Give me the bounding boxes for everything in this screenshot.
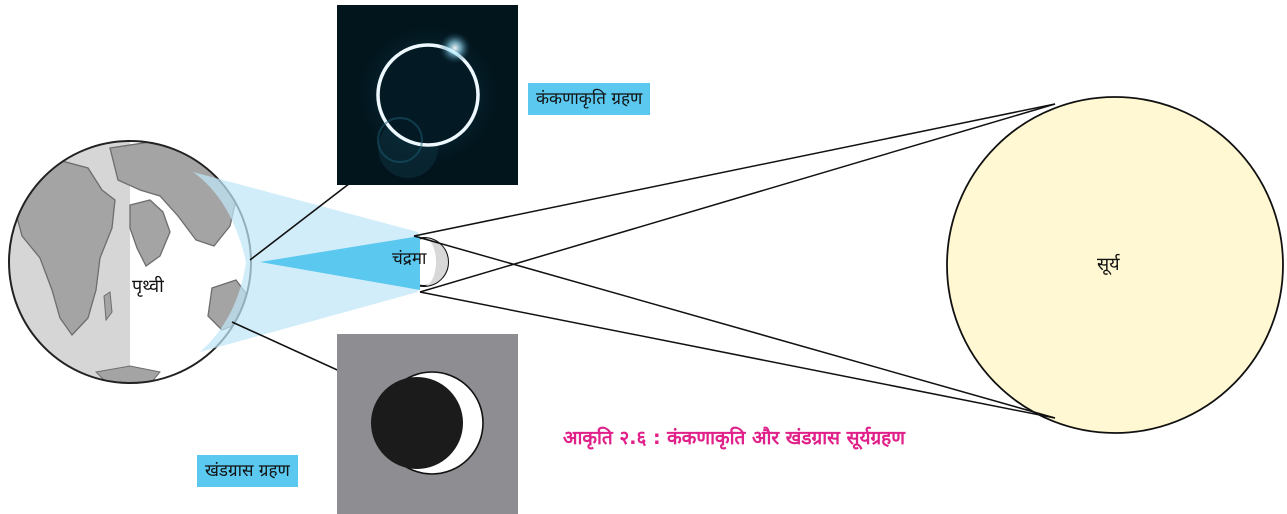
sun-rays: [413, 103, 1056, 419]
sun-label: सूर्य: [1097, 254, 1120, 275]
partial-eclipse-label: खंडग्रास ग्रहण: [197, 455, 298, 487]
earth: [9, 141, 251, 383]
figure-caption: आकृति २.६ : कंकणाकृति और खंडग्रास सूर्यग…: [563, 427, 906, 449]
moon-label: चंद्रमा: [392, 249, 427, 269]
annular-eclipse-label: कंकणाकृति ग्रहण: [528, 83, 651, 115]
earth-landmass-india: [129, 199, 171, 267]
antumbra-cone: [260, 236, 420, 290]
annular-eclipse-photo: [337, 5, 518, 185]
earth-landmass-africa: [13, 159, 116, 337]
earth-landmass-madagascar: [103, 291, 113, 322]
sun: [946, 96, 1284, 434]
earth-label: पृथ्वी: [132, 276, 164, 297]
partial-eclipse-photo: [337, 334, 518, 514]
